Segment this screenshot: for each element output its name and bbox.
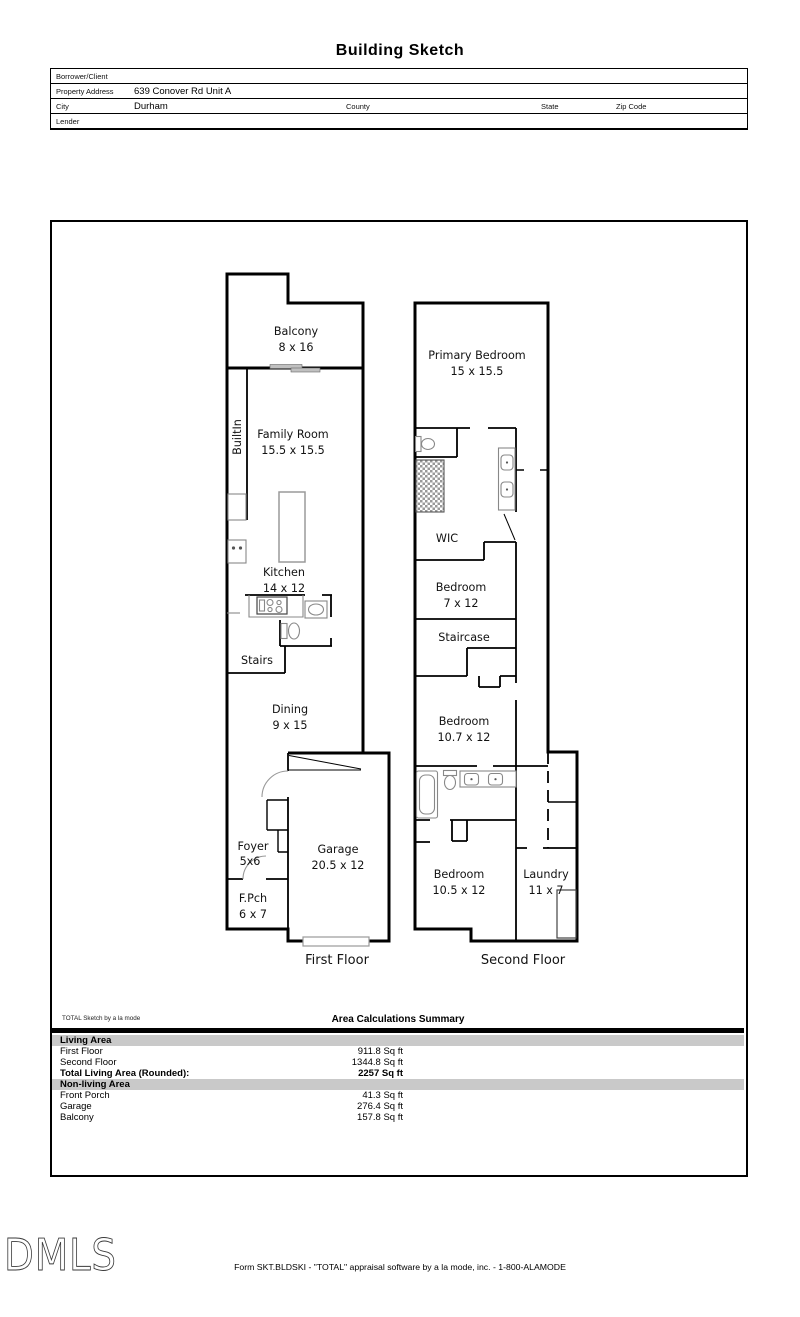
room-label-stairs: Stairs	[241, 654, 273, 667]
staircase-walls	[415, 647, 516, 688]
bathtub-icon	[415, 770, 439, 819]
floor-plan-drawing: Balcony 8 x 16 BuiltIn Family Room 15.5 …	[225, 272, 579, 968]
room-label-bedroom-107x12: Bedroom	[439, 715, 490, 728]
stove-icon	[256, 596, 288, 615]
second-floor-plan: Primary Bedroom 15 x 15.5 WIC Bedroom 7 …	[413, 301, 579, 968]
room-dims-garage: 20.5 x 12	[312, 859, 365, 872]
dmls-logo: DMLS	[4, 1230, 117, 1281]
summary-row-total-living: Total Living Area (Rounded): 2257 Sq ft	[60, 1068, 403, 1079]
form-row-city: City Durham County State Zip Code	[51, 99, 747, 114]
sketch-brand-text: TOTAL Sketch by a la mode	[62, 1015, 141, 1022]
room-label-garage: Garage	[318, 843, 359, 856]
room-label-family-room: Family Room	[257, 428, 328, 441]
cabinet-icon	[227, 493, 247, 521]
summary-row-garage: Garage 276.4 Sq ft	[60, 1101, 403, 1112]
form-row-borrower: Borrower/Client	[51, 69, 747, 84]
zip-code-label: Zip Code	[616, 102, 647, 111]
first-floor-caption: First Floor	[305, 953, 369, 968]
room-dims-dining: 9 x 15	[272, 719, 307, 732]
wic-door-leaf	[503, 513, 516, 541]
room-label-wic: WIC	[436, 532, 458, 545]
kitchen-counter	[248, 595, 304, 618]
first-floor-plan: Balcony 8 x 16 BuiltIn Family Room 15.5 …	[225, 272, 391, 968]
city-label: City	[56, 102, 69, 111]
sketch-outer-border	[50, 220, 748, 1177]
area-calculations-summary: TOTAL Sketch by a la mode Area Calculati…	[52, 1012, 744, 1123]
garage-door-icon	[288, 755, 362, 771]
property-info-form: Borrower/Client Property Address 639 Con…	[50, 68, 748, 130]
summary-row-balcony: Balcony 157.8 Sq ft	[60, 1112, 403, 1123]
second-floor-exterior-walls	[413, 301, 579, 943]
summary-row-second-floor: Second Floor 1344.8 Sq ft	[60, 1057, 403, 1068]
washer-dryer-icon	[556, 889, 577, 939]
borrower-label: Borrower/Client	[56, 72, 108, 81]
garage-entry-door-arc	[261, 770, 289, 798]
room-label-kitchen: Kitchen	[263, 566, 305, 579]
room-label-foyer: Foyer	[238, 840, 269, 853]
living-area-header: Living Area	[52, 1035, 744, 1046]
room-dims-primary-bedroom: 15 x 15.5	[451, 365, 504, 378]
form-row-property: Property Address 639 Conover Rd Unit A	[51, 84, 747, 99]
room-dims-bedroom-105x12: 10.5 x 12	[433, 884, 486, 897]
form-row-lender: Lender	[51, 114, 747, 128]
toilet-icon	[280, 622, 301, 640]
room-dims-bedroom-107x12: 10.7 x 12	[438, 731, 491, 744]
city-value: Durham	[134, 101, 168, 112]
summary-divider-bar	[52, 1028, 744, 1033]
toilet-icon	[414, 435, 436, 453]
room-label-front-porch: F.Pch	[239, 892, 267, 905]
double-vanity-icon	[497, 447, 516, 511]
toilet-icon	[442, 769, 458, 791]
summary-row-front-porch: Front Porch 41.3 Sq ft	[60, 1090, 403, 1101]
page-title: Building Sketch	[335, 42, 465, 59]
summary-row-first-floor: First Floor 911.8 Sq ft	[60, 1046, 403, 1057]
room-dims-laundry: 11 x 7	[528, 884, 563, 897]
room-dims-kitchen: 14 x 12	[263, 582, 305, 595]
room-label-balcony: Balcony	[274, 325, 319, 338]
room-dims-front-porch: 6 x 7	[239, 908, 267, 921]
nonliving-area-header: Non-living Area	[52, 1079, 744, 1090]
front-door-arc	[242, 855, 267, 880]
garage-overhead-door	[302, 936, 370, 947]
kitchen-island	[278, 491, 306, 563]
footer-form-text: Form SKT.BLDSKI - "TOTAL" appraisal soft…	[234, 1262, 566, 1272]
property-address-label: Property Address	[56, 87, 114, 96]
room-dims-bedroom-7x12: 7 x 12	[443, 597, 478, 610]
room-label-dining: Dining	[272, 703, 308, 716]
county-label: County	[346, 102, 370, 111]
second-floor-caption: Second Floor	[481, 953, 566, 968]
powder-sink-icon	[304, 600, 328, 619]
room-dims-foyer: 5x6	[240, 855, 261, 868]
room-dims-balcony: 8 x 16	[278, 341, 313, 354]
property-address-value: 639 Conover Rd Unit A	[134, 86, 232, 97]
kitchen-sink-icon	[227, 539, 247, 564]
lender-label: Lender	[56, 117, 80, 126]
room-dims-family-room: 15.5 x 15.5	[261, 444, 325, 457]
foyer-closet	[266, 799, 288, 853]
balcony-slider-door	[290, 367, 321, 373]
balcony-slider-door	[269, 364, 303, 369]
room-label-staircase: Staircase	[438, 631, 490, 644]
shower-icon	[415, 459, 445, 513]
room-label-builtin: BuiltIn	[231, 419, 244, 455]
room-label-primary-bedroom: Primary Bedroom	[428, 349, 525, 362]
room-label-bedroom-7x12: Bedroom	[436, 581, 487, 594]
double-vanity-icon	[459, 770, 517, 788]
room-label-bedroom-105x12: Bedroom	[434, 868, 485, 881]
room-label-laundry: Laundry	[523, 868, 569, 881]
state-label: State	[541, 102, 559, 111]
summary-title: Area Calculations Summary	[331, 1014, 465, 1025]
